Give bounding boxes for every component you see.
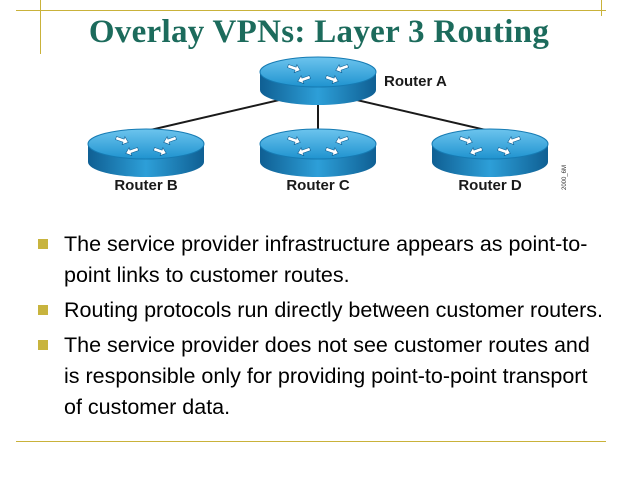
router-label-a: Router A bbox=[384, 73, 447, 90]
square-bullet-icon bbox=[38, 239, 48, 249]
square-bullet-icon bbox=[38, 340, 48, 350]
page-title: Overlay VPNs: Layer 3 Routing bbox=[88, 14, 550, 50]
router-c: Router C bbox=[259, 128, 377, 194]
router-b: Router B bbox=[87, 128, 205, 194]
router-label-c: Router C bbox=[286, 177, 350, 194]
bullet-item: Routing protocols run directly between c… bbox=[38, 295, 608, 326]
frame-left-line bbox=[40, 0, 41, 54]
bullet-item: The service provider infrastructure appe… bbox=[38, 229, 608, 291]
square-bullet-icon bbox=[38, 305, 48, 315]
router-icon bbox=[431, 128, 549, 177]
router-icon bbox=[87, 128, 205, 177]
router-a: Router A bbox=[259, 56, 447, 105]
router-label-d: Router D bbox=[458, 177, 522, 194]
bullet-item: The service provider does not see custom… bbox=[38, 330, 608, 423]
bullet-list: The service provider infrastructure appe… bbox=[38, 229, 608, 427]
frame-right-line bbox=[601, 0, 602, 16]
frame-bottom-line bbox=[16, 441, 606, 442]
figure-id-label: 2000_6M bbox=[562, 165, 568, 190]
router-icon bbox=[259, 56, 377, 105]
router-label-b: Router B bbox=[114, 177, 178, 194]
bullet-text: Routing protocols run directly between c… bbox=[64, 298, 603, 322]
router-d: Router D bbox=[431, 128, 549, 194]
network-topology-diagram: Router A Router B Router C Router D 2000_6M bbox=[87, 56, 568, 194]
bullet-text: The service provider does not see custom… bbox=[64, 333, 590, 419]
router-icon bbox=[259, 128, 377, 177]
bullet-text: The service provider infrastructure appe… bbox=[64, 232, 588, 287]
frame-top-line bbox=[16, 10, 606, 11]
